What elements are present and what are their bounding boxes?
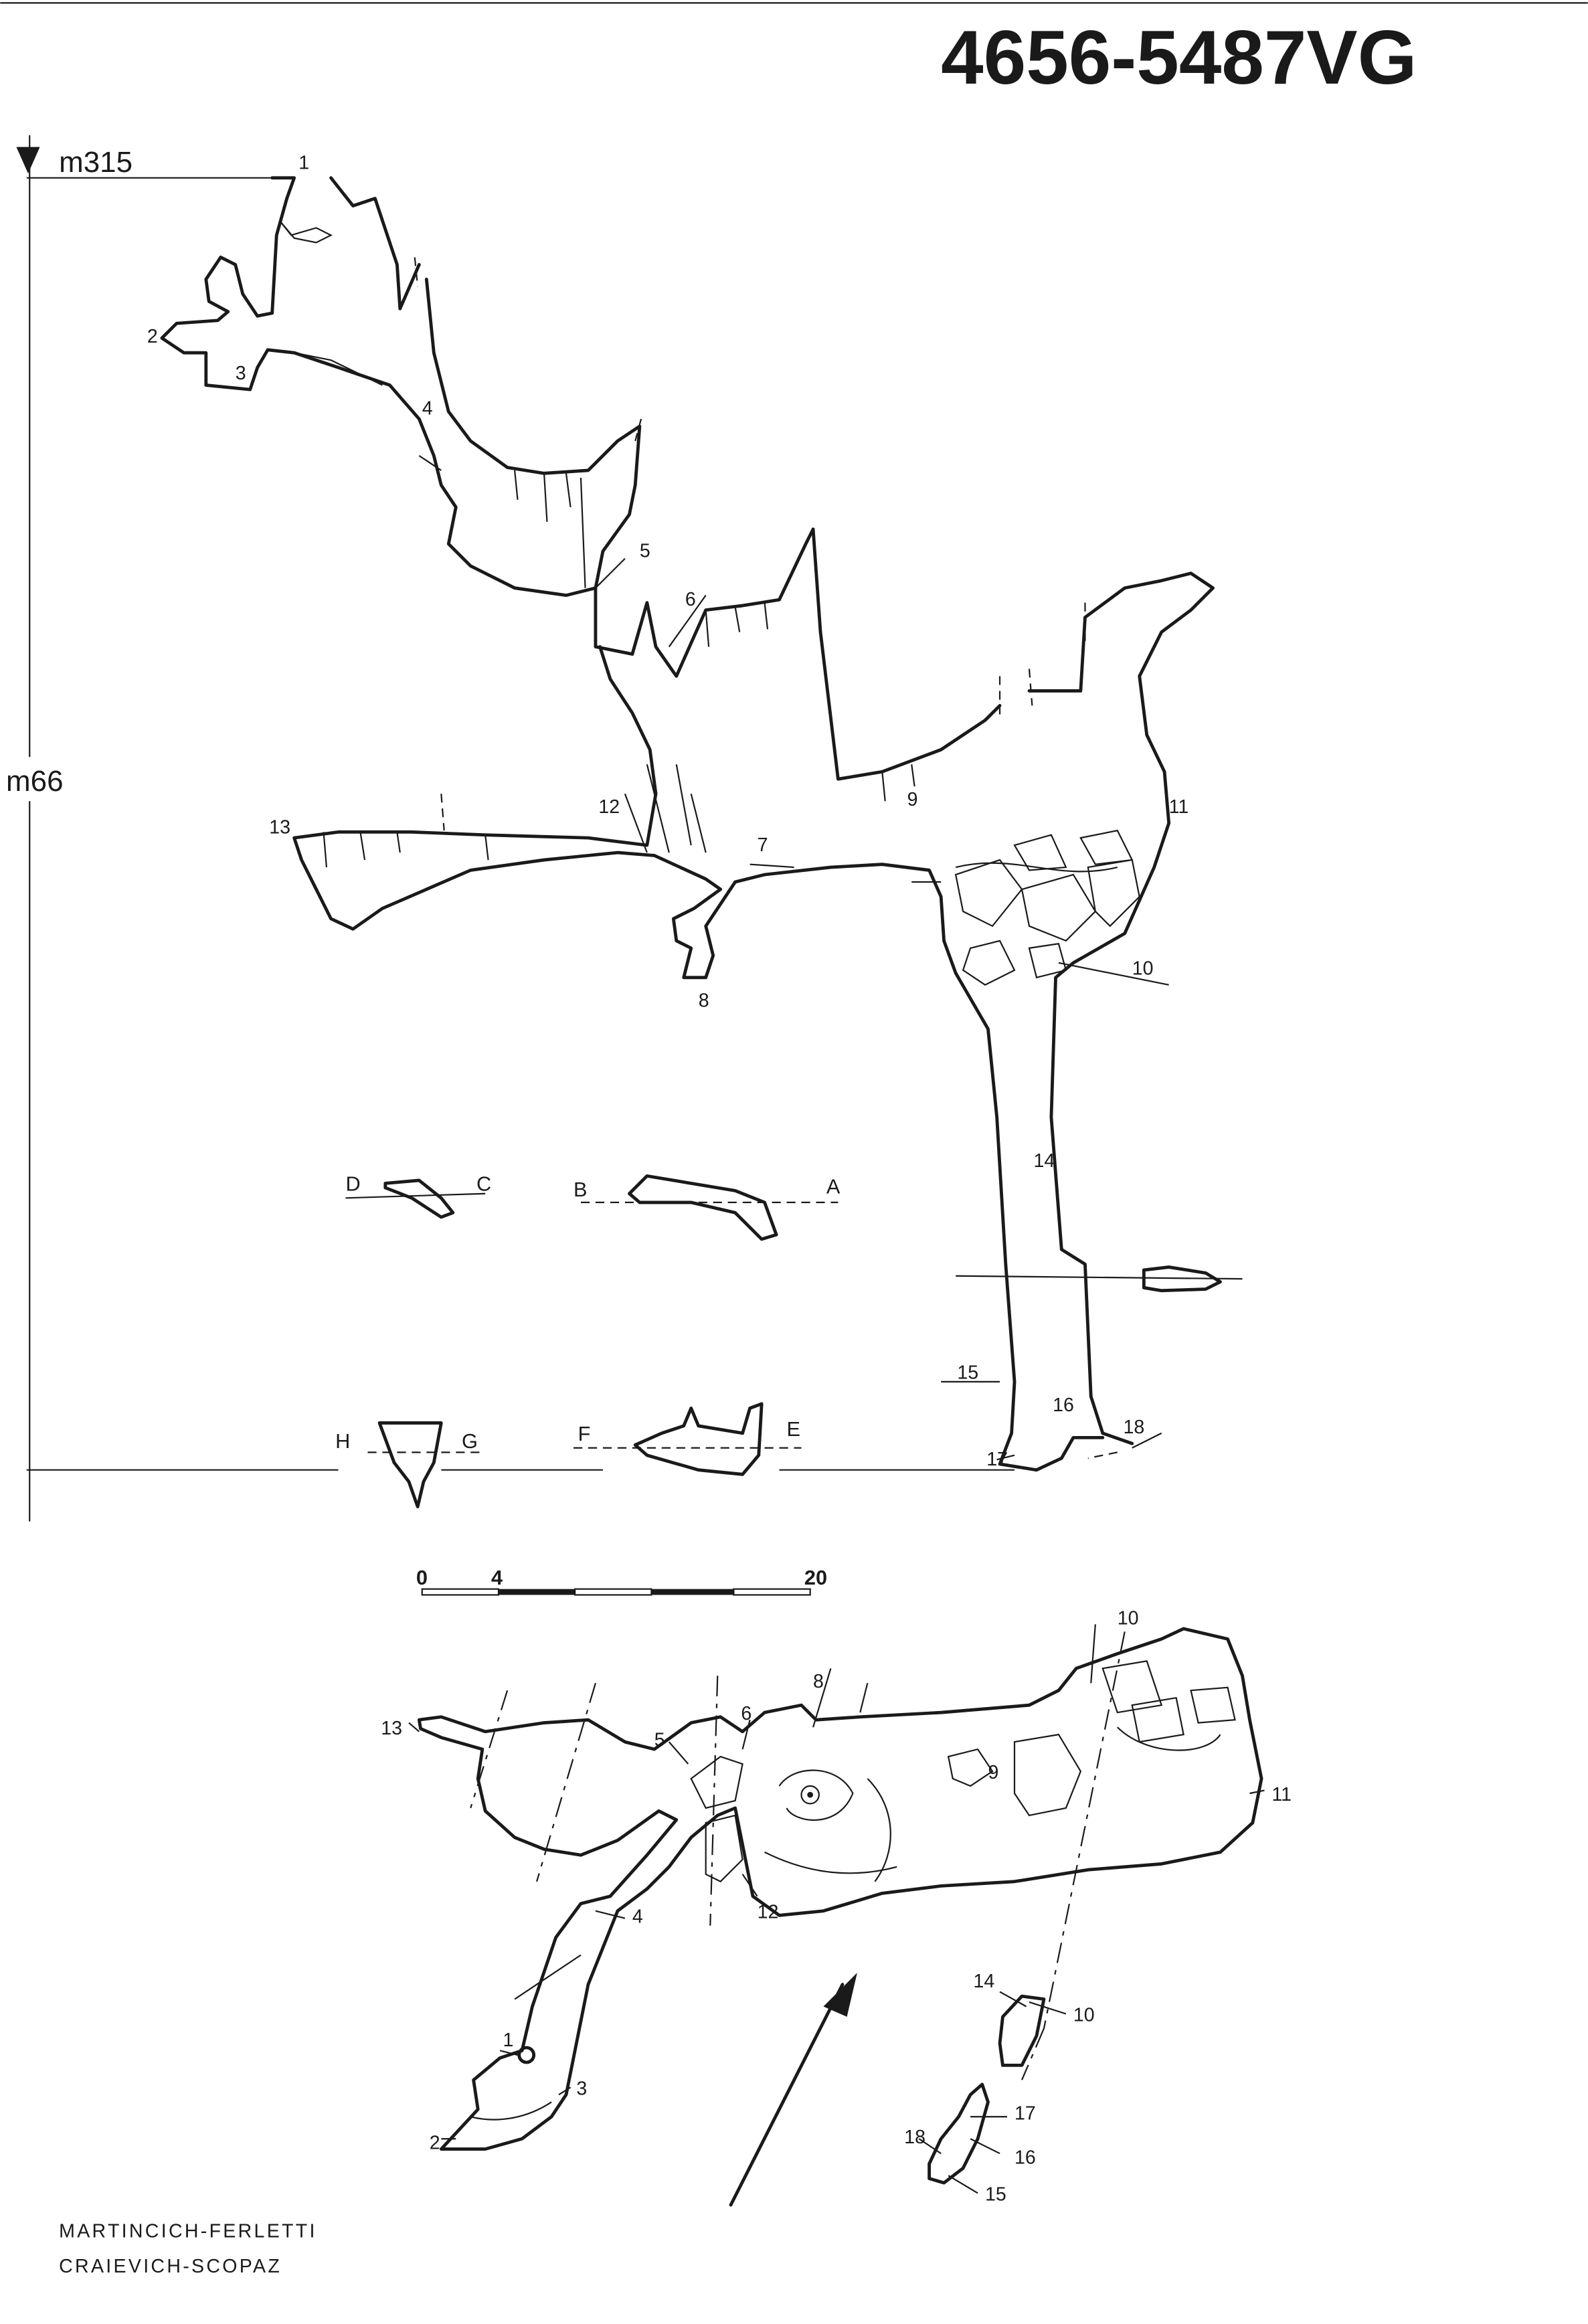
section-letter: G	[462, 1429, 478, 1453]
station-label: 10	[1073, 2004, 1095, 2026]
section-letters: D C B A H G F E	[335, 1172, 841, 1452]
station-label: 3	[576, 2078, 587, 2099]
cross-sections	[345, 1174, 1222, 1509]
station-label: 5	[654, 1730, 665, 1751]
station-label: 4	[632, 1906, 643, 1927]
station-label: 16	[1053, 1395, 1074, 1416]
scale-label: 20	[804, 1566, 827, 1589]
cave-plan	[408, 1624, 1265, 2207]
station-label: 18	[904, 2127, 925, 2148]
station-label: 14	[973, 1971, 994, 1992]
station-label: 10	[1132, 958, 1154, 979]
station-label: 13	[381, 1718, 402, 1739]
section-lines	[470, 1631, 1126, 2080]
authors-line-1: MARTINCICH-FERLETTI	[59, 2220, 317, 2242]
station-label: 18	[1124, 1417, 1145, 1438]
station-label: 1	[298, 153, 309, 174]
section-letter: B	[574, 1178, 588, 1201]
station-label: 11	[1169, 796, 1189, 818]
station-label: 17	[986, 1449, 1008, 1470]
station-label: 1	[503, 2030, 514, 2051]
station-label: 14	[1034, 1150, 1055, 1172]
leader-lines	[595, 557, 1243, 1461]
plan-station-labels: 13 5 6 8 10 9 11 12 4 1 2 3 14 10 17 16 …	[381, 1607, 1292, 2205]
station-label: 12	[598, 796, 620, 818]
dashed-shaft-marks	[414, 257, 1118, 1459]
scale-label: 4	[491, 1566, 503, 1589]
section-letter: F	[578, 1422, 591, 1445]
datum-triangle-icon	[16, 147, 40, 174]
station-label: 11	[1271, 1784, 1292, 1805]
station-label: 9	[988, 1762, 998, 1783]
station-label: 8	[699, 990, 709, 1012]
scale-label: 0	[416, 1566, 428, 1589]
station-label: 10	[1118, 1607, 1139, 1629]
station-label: 9	[907, 789, 918, 810]
station-label: 5	[640, 541, 650, 562]
station-label: 4	[422, 397, 433, 419]
section-letter: E	[787, 1417, 801, 1441]
datum-axis	[0, 135, 1015, 1522]
station-label: 6	[741, 1703, 752, 1724]
station-label: 15	[985, 2183, 1006, 2205]
station-label: 2	[430, 2133, 440, 2154]
depth-label: m66	[6, 765, 63, 798]
section-letter: C	[476, 1172, 491, 1195]
station-label: 2	[147, 326, 158, 347]
stalactites	[323, 470, 915, 868]
scale-bar	[421, 1588, 811, 1596]
station-label: 3	[236, 363, 246, 384]
station-label: 15	[957, 1362, 978, 1384]
blocks	[954, 829, 1140, 986]
section-letter: H	[335, 1429, 350, 1453]
datum-top-label: m315	[59, 146, 133, 179]
survey-title: 4656-5487VG	[941, 15, 1417, 100]
station-label: 6	[685, 589, 696, 610]
plan-leader-lines	[408, 1624, 1265, 2194]
authors-line-2: CRAIEVICH-SCOPAZ	[59, 2256, 282, 2277]
station-label: 16	[1014, 2147, 1036, 2169]
section-letter: D	[346, 1172, 361, 1195]
cave-elevation	[160, 176, 1243, 1472]
elevation-station-labels: 1 2 3 4 5 6 7 8 9 10 11 12 13 14 15 16 1…	[147, 153, 1188, 1470]
station-label: 7	[758, 834, 768, 856]
station-label: 17	[1014, 2103, 1036, 2125]
north-arrow-icon	[729, 1972, 857, 2207]
station-label: 13	[269, 817, 290, 838]
station-label: 12	[758, 1902, 779, 1923]
section-letter: A	[826, 1175, 841, 1198]
station-label: 8	[813, 1671, 824, 1692]
